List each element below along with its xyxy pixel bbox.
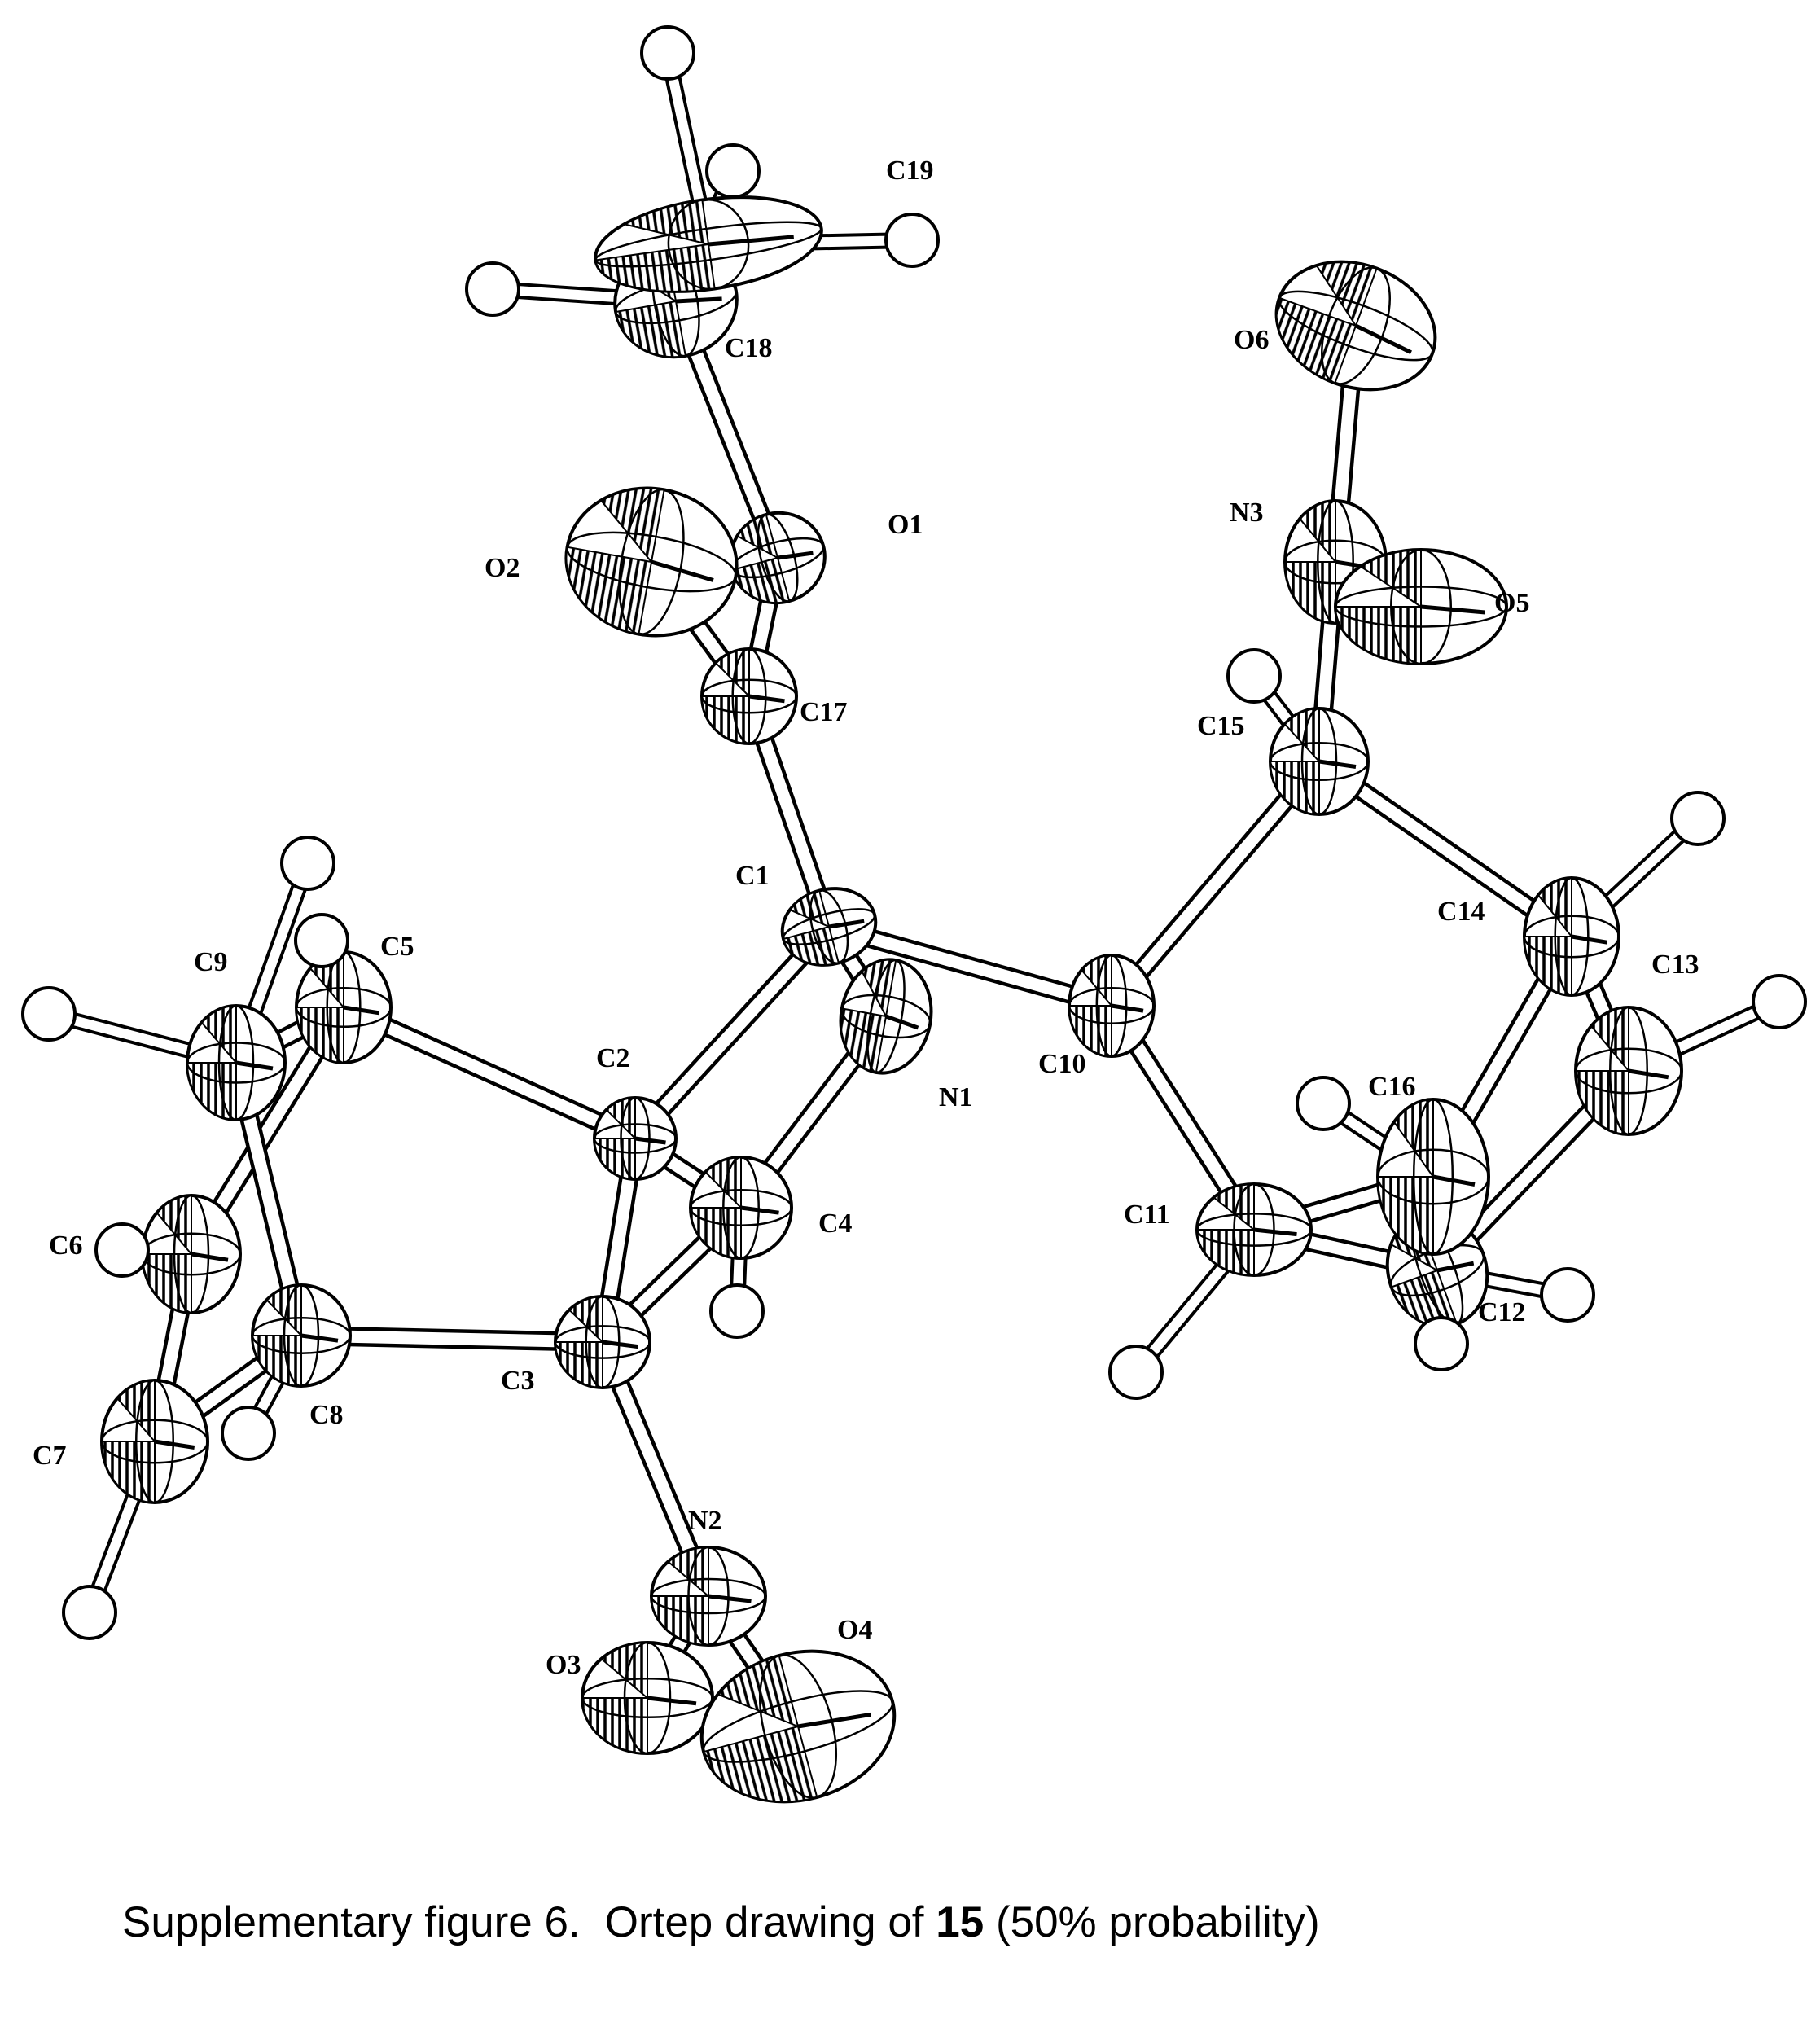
atom-label-o4: O4 [837,1615,872,1645]
hydrogen-atom-7 [21,986,77,1042]
atom-label-c12: C12 [1478,1297,1526,1327]
atom-c13 [1574,1006,1683,1136]
atom-c5 [295,950,393,1064]
atom-label-c15: C15 [1197,711,1245,741]
atom-label-n2: N2 [688,1506,722,1536]
atom-n2 [650,1546,767,1647]
hydrogen-atom-11 [62,1585,117,1640]
atom-c17 [700,647,798,745]
atom-label-c6: C6 [49,1231,83,1261]
atom-label-o2: O2 [485,553,520,583]
hydrogen-atom-15 [1296,1076,1351,1131]
atom-c19 [594,195,823,293]
atom-o3 [581,1641,714,1755]
caption-suffix: (50% probability) [995,1898,1320,1946]
caption-middle: Ortep drawing of [604,1898,924,1946]
hydrogen-atom-13 [1670,791,1726,846]
atom-label-c14: C14 [1437,897,1485,927]
atom-o2 [564,486,739,638]
atom-label-c1: C1 [735,861,770,891]
atom-label-n3: N3 [1230,498,1264,528]
atom-label-c8: C8 [309,1400,344,1430]
atom-label-o1: O1 [888,510,923,540]
atom-label-c10: C10 [1038,1049,1086,1079]
atom-layer [100,195,1683,1804]
bond-C1-C10 [826,917,1115,1016]
hydrogen-atom-16 [1540,1267,1595,1323]
bond-C10-C15 [1103,755,1327,1012]
atom-c1 [780,887,878,967]
atom-label-c19: C19 [886,156,934,186]
hydrogen-atom-12 [1226,648,1282,704]
atom-o6 [1274,260,1437,392]
atom-c11 [1195,1182,1313,1277]
hydrogen-atom-3 [465,261,520,317]
atom-c3 [554,1295,651,1389]
atom-label-c11: C11 [1124,1200,1170,1230]
hydrogen-atom-layer [21,25,1807,1640]
bond-C2-C5 [340,998,639,1147]
hydrogen-atom-9 [221,1406,276,1461]
atom-c6 [141,1194,242,1314]
hydrogen-atom-17 [1414,1316,1469,1371]
figure-caption: Supplementary figure 6.Ortep drawing of … [122,1897,1320,1947]
atom-c7 [100,1379,209,1504]
hydrogen-atom-5 [280,836,335,891]
hydrogen-atom-4 [705,143,761,199]
hydrogen-atom-18 [1108,1345,1164,1400]
atom-label-c3: C3 [501,1366,535,1396]
atom-label-c17: C17 [800,697,848,727]
atom-label-n1: N1 [939,1082,973,1112]
atom-label-c5: C5 [380,932,414,962]
atom-n1 [839,958,933,1075]
atom-label-o3: O3 [546,1650,581,1680]
atom-label-c9: C9 [194,947,228,977]
atom-c4 [689,1156,793,1260]
atom-c16 [1376,1098,1490,1256]
hydrogen-atom-14 [1752,974,1807,1029]
caption-compound-number: 15 [936,1898,985,1946]
atom-label-o6: O6 [1234,325,1269,355]
atom-label-c2: C2 [596,1043,630,1073]
caption-prefix: Supplementary figure 6. [122,1898,581,1946]
atom-label-c4: C4 [818,1209,853,1239]
atom-c15 [1269,707,1370,816]
atom-o1 [729,511,827,605]
atom-label-c13: C13 [1651,950,1699,980]
atom-c2 [593,1096,678,1181]
atom-label-c16: C16 [1368,1072,1416,1102]
hydrogen-atom-1 [640,25,695,81]
atom-o4 [699,1649,897,1804]
atom-c14 [1523,876,1620,997]
hydrogen-atom-6 [294,913,349,968]
hydrogen-atom-8 [94,1222,150,1278]
hydrogen-atom-10 [709,1283,765,1339]
atom-c10 [1068,954,1156,1058]
atom-label-c18: C18 [725,333,773,363]
atom-label-o5: O5 [1494,588,1529,618]
atom-c8 [251,1283,352,1388]
atom-label-c7: C7 [33,1441,67,1471]
hydrogen-atom-2 [884,213,940,268]
bond-C1-C2 [628,919,836,1146]
atom-o5 [1334,548,1508,665]
atom-c9 [186,1004,287,1121]
